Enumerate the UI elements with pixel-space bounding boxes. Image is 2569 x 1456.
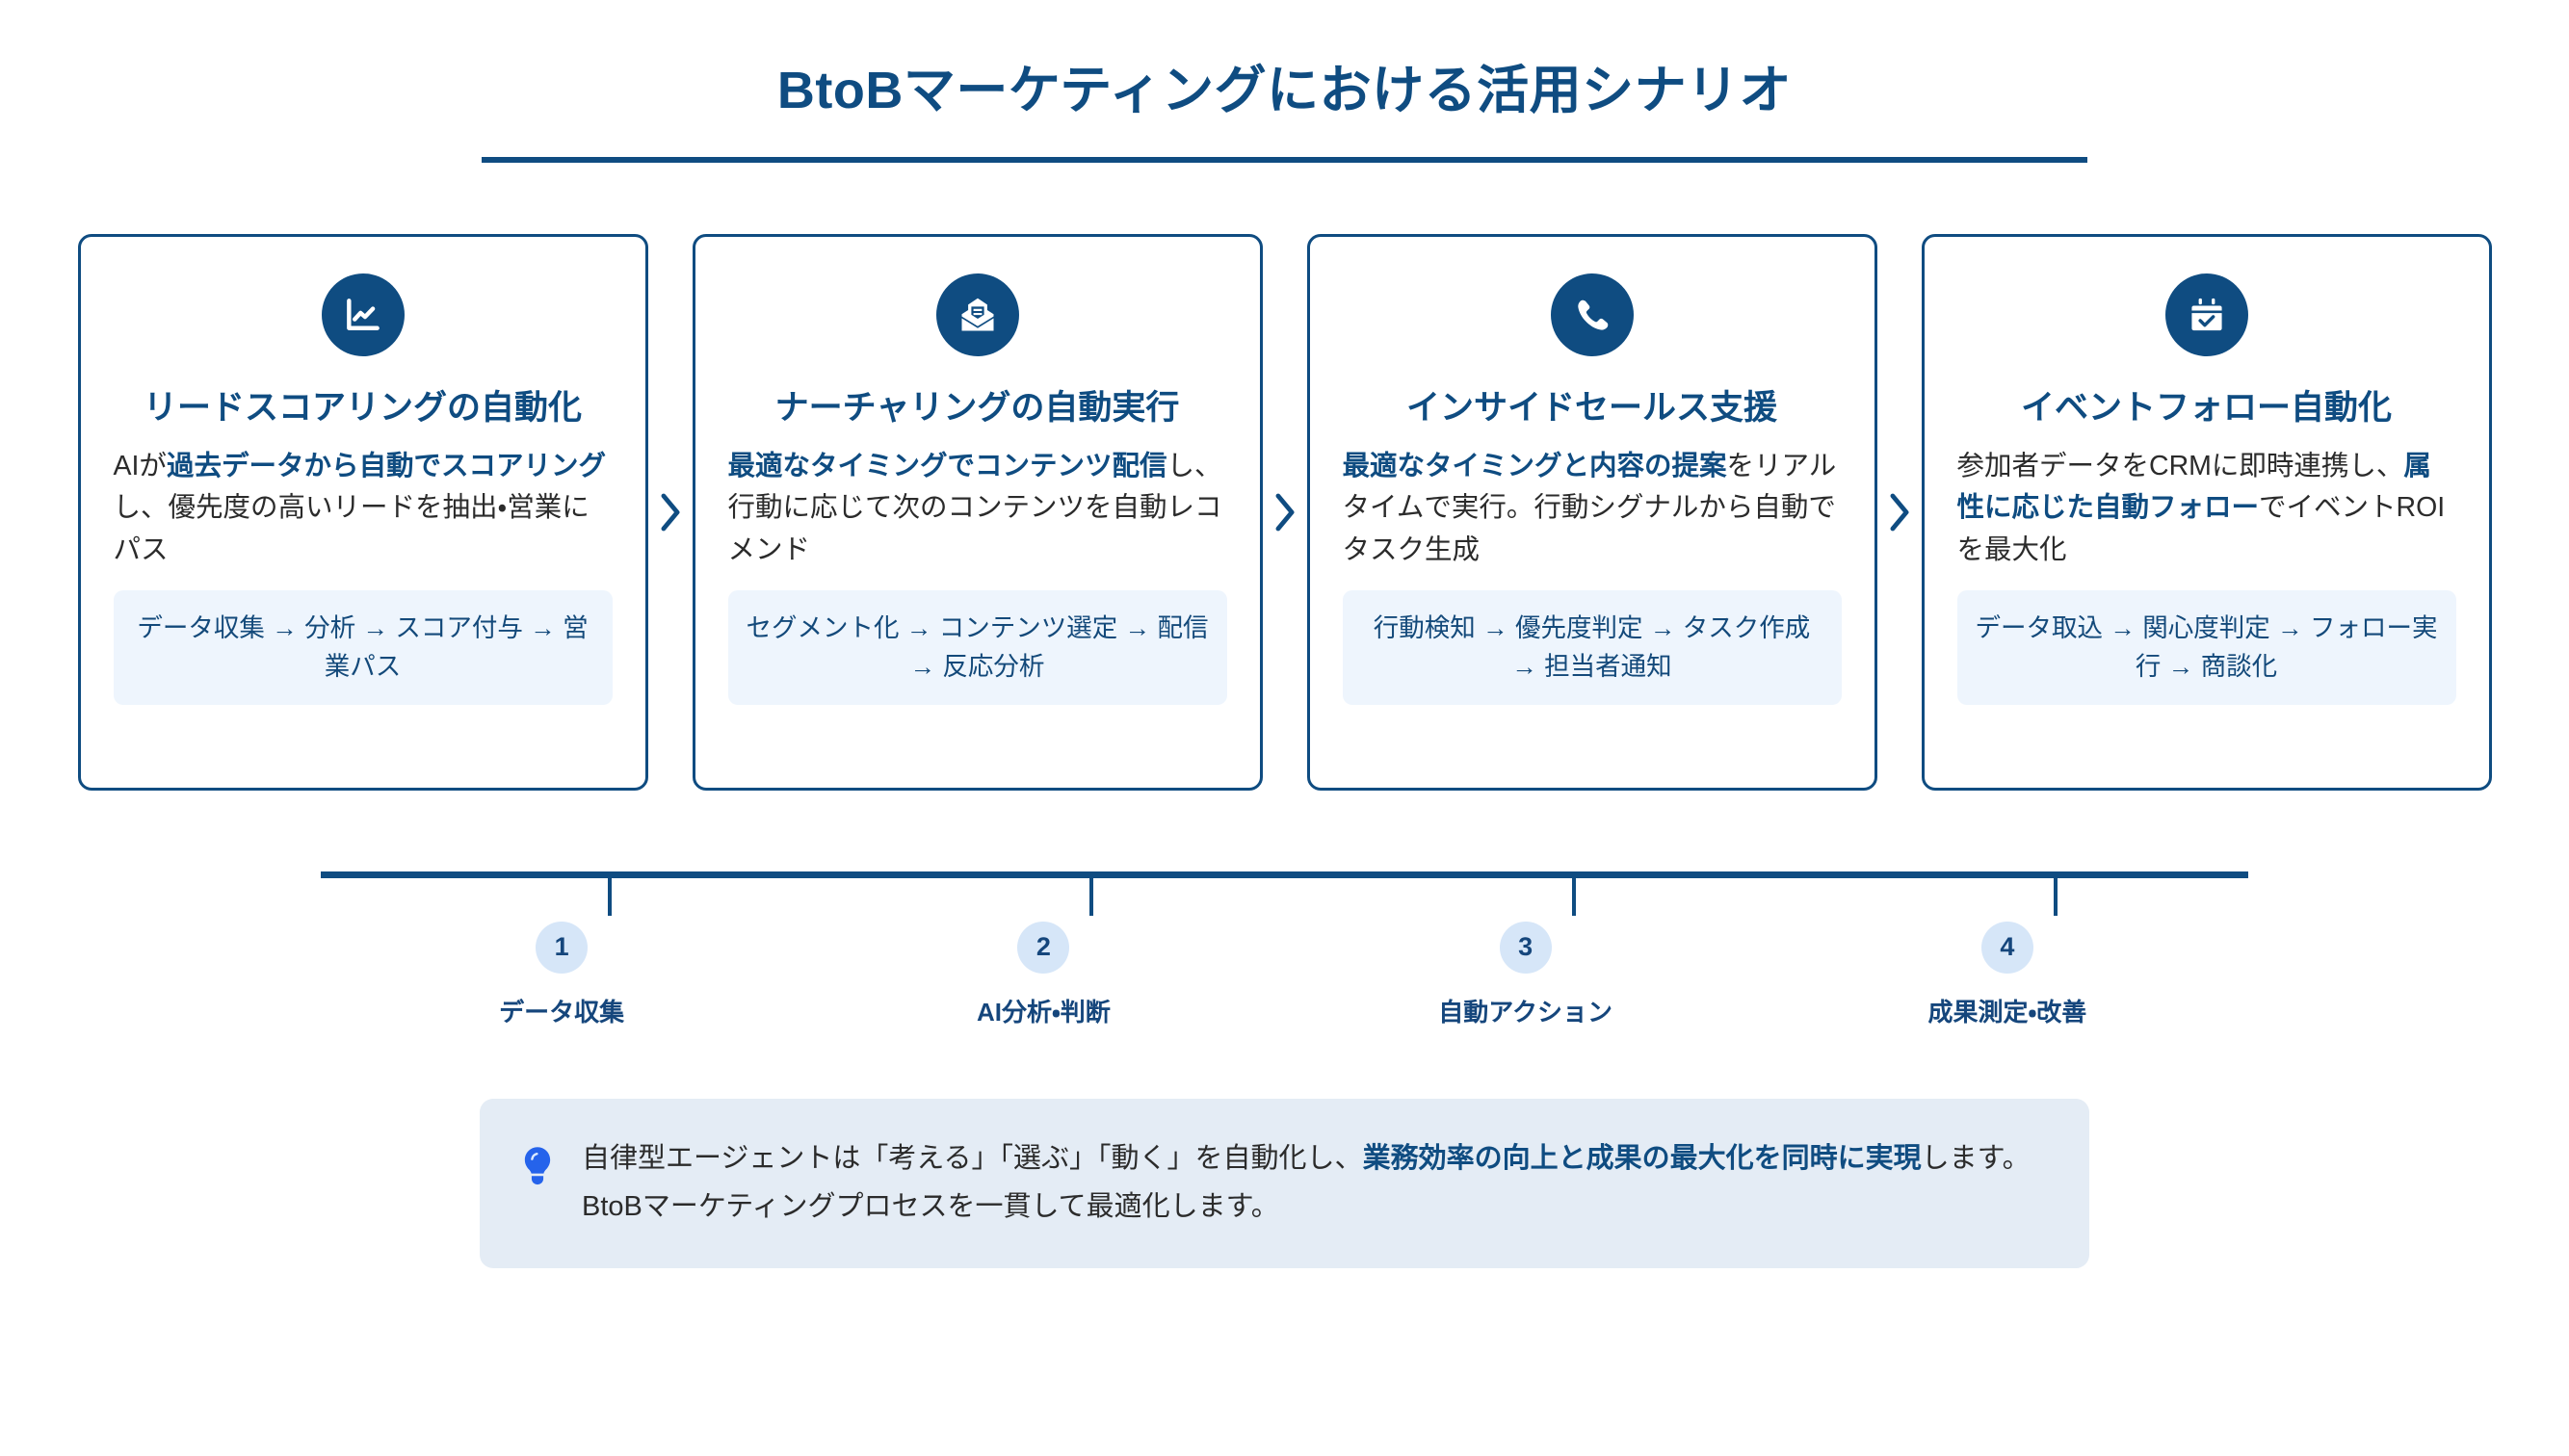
phone-icon xyxy=(1550,273,1634,356)
card-title: インサイドセールス支援 xyxy=(1405,388,1777,427)
card-title: イベントフォロー自動化 xyxy=(2020,388,2392,427)
title-underline-rule xyxy=(482,156,2087,163)
timeline-step-label: AI分析・判断 xyxy=(976,997,1111,1027)
scenario-card-4[interactable]: イベントフォロー自動化 参加者データをCRMに即時連携し、属性に応じた自動フォロ… xyxy=(1921,233,2492,791)
page-title: BtoBマーケティングにおける活用シナリオ xyxy=(776,62,1793,119)
timeline-step-4[interactable]: 4 成果測定・改善 xyxy=(1767,871,2248,1028)
card-description: AIが過去データから自動でスコアリングし、優先度の高いリードを抽出・営業にパス xyxy=(113,451,606,565)
timeline-step-number: 4 xyxy=(1980,921,2033,974)
process-timeline: 1 データ収集 2 AI分析・判断 3 自動アクション 4 成果測定・改善 xyxy=(321,871,2248,1054)
scenario-cards-row: リードスコアリングの自動化 AIが過去データから自動でスコアリングし、優先度の高… xyxy=(0,233,2569,791)
timeline-step-label: データ収集 xyxy=(499,997,625,1027)
timeline-step-number: 1 xyxy=(536,921,589,974)
page-header: BtoBマーケティングにおける活用シナリオ xyxy=(0,0,2569,163)
card-flow-steps: 行動検知 → 優先度判定 → タスク作成 → 担当者通知 xyxy=(1342,589,1842,706)
card-flow-steps: データ収集 → 分析 → スコア付与 → 営業パス xyxy=(113,589,613,706)
chevron-right-icon-3 xyxy=(1877,234,1922,791)
timeline-step-label: 自動アクション xyxy=(1438,997,1612,1027)
chevron-right-icon-2 xyxy=(1263,234,1307,791)
summary-callout: 自律型エージェントは「考える」「選ぶ」「動く」を自動化し、業務効率の向上と成果の… xyxy=(480,1098,2089,1268)
timeline-step-2[interactable]: 2 AI分析・判断 xyxy=(802,871,1284,1028)
timeline-step-3[interactable]: 3 自動アクション xyxy=(1285,871,1767,1028)
timeline-tick xyxy=(1571,871,1576,916)
card-description: 参加者データをCRMに即時連携し、属性に応じた自動フォローでイベントROIを最大… xyxy=(1956,451,2446,565)
card-description: 最適なタイミングでコンテンツ配信し、行動に応じて次のコンテンツを自動レコメンド xyxy=(727,451,1222,565)
lightbulb-icon xyxy=(518,1145,557,1189)
scenario-card-2[interactable]: ナーチャリングの自動実行 最適なタイミングでコンテンツ配信し、行動に応じて次のコ… xyxy=(692,233,1263,791)
chevron-right-icon-1 xyxy=(648,234,693,791)
card-title: リードスコアリングの自動化 xyxy=(143,388,582,427)
timeline-tick xyxy=(2053,871,2058,916)
card-title: ナーチャリングの自動実行 xyxy=(774,388,1180,427)
timeline-steps: 1 データ収集 2 AI分析・判断 3 自動アクション 4 成果測定・改善 xyxy=(321,871,2248,1028)
timeline-tick xyxy=(608,871,613,916)
scenario-card-3[interactable]: インサイドセールス支援 最適なタイミングと内容の提案をリアルタイムで実行。行動シ… xyxy=(1306,233,1877,791)
timeline-step-number: 2 xyxy=(1017,921,1070,974)
summary-text: 自律型エージェントは「考える」「選ぶ」「動く」を自動化し、業務効率の向上と成果の… xyxy=(582,1142,2031,1222)
mail-open-icon xyxy=(935,273,1019,356)
timeline-step-1[interactable]: 1 データ収集 xyxy=(321,871,802,1028)
scenario-card-1[interactable]: リードスコアリングの自動化 AIが過去データから自動でスコアリングし、優先度の高… xyxy=(77,233,648,791)
timeline-step-label: 成果測定・改善 xyxy=(1927,997,2087,1027)
card-flow-steps: データ取込 → 関心度判定 → フォロー実行 → 商談化 xyxy=(1956,589,2456,706)
card-flow-steps: セグメント化 → コンテンツ選定 → 配信 → 反応分析 xyxy=(727,589,1227,706)
timeline-axis-line xyxy=(321,871,2248,878)
calendar-check-icon xyxy=(2164,273,2248,356)
card-description: 最適なタイミングと内容の提案をリアルタイムで実行。行動シグナルから自動でタスク生… xyxy=(1342,451,1837,565)
timeline-step-number: 3 xyxy=(1499,921,1552,974)
timeline-tick xyxy=(1089,871,1094,916)
line-chart-icon xyxy=(321,273,405,356)
